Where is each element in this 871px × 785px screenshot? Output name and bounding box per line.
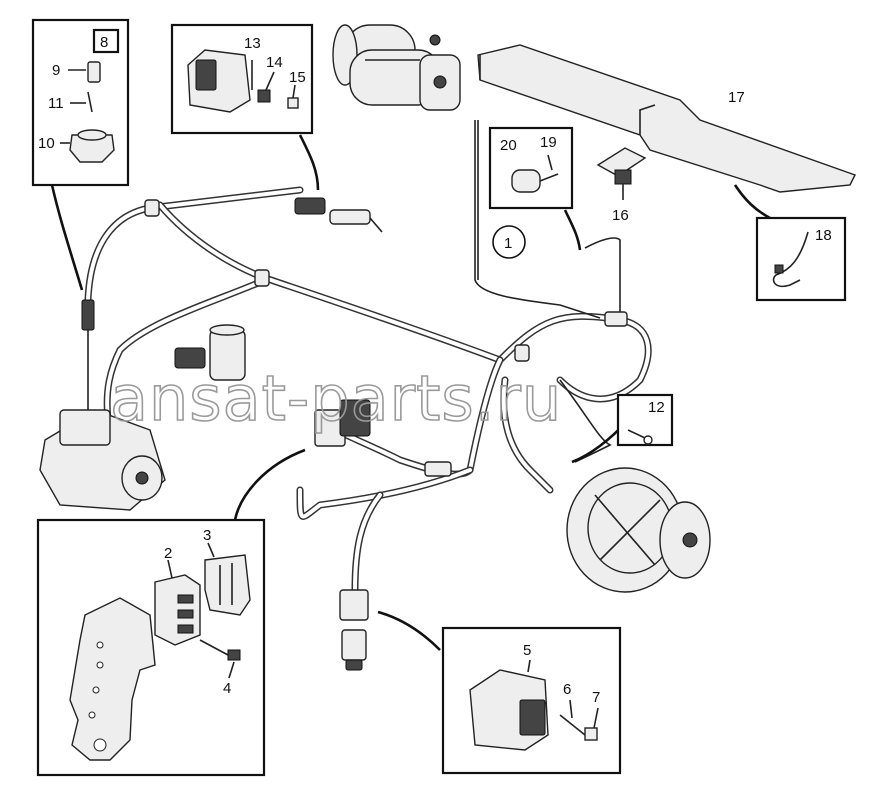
label-5: 5 [523, 642, 531, 659]
label-6: 6 [563, 681, 571, 698]
pump-unit [39, 299, 166, 511]
inset-19-20: 20 19 [488, 126, 574, 210]
bottom-connector [339, 589, 369, 671]
label-8: 8 [100, 34, 108, 51]
label-2: 2 [164, 545, 172, 562]
label-10: 10 [38, 135, 55, 152]
harness-sleeves [144, 199, 628, 477]
callout-1: 1 [492, 225, 526, 259]
label-7: 7 [592, 689, 600, 706]
label-11: 11 [48, 95, 64, 112]
sensor-connector [294, 197, 383, 233]
alternator [566, 467, 711, 593]
label-13: 13 [244, 35, 261, 52]
label-18: 18 [815, 227, 832, 244]
label-16: 16 [612, 207, 629, 224]
label-15: 15 [289, 69, 306, 86]
label-14: 14 [266, 54, 283, 71]
label-3: 3 [203, 527, 211, 544]
solenoid-middle [174, 324, 246, 381]
inset-5-7: 5 6 7 [441, 626, 622, 775]
label-17: 17 [728, 89, 745, 106]
bracket-16 [596, 147, 647, 200]
label-9: 9 [52, 62, 60, 79]
inset-8: 8 9 11 10 [31, 18, 130, 187]
watermark: ansat-parts.ru [110, 362, 562, 435]
inset-2-4: 2 3 4 [36, 518, 266, 777]
frame-bracket [477, 44, 856, 193]
label-12: 12 [648, 399, 665, 416]
label-19: 19 [540, 134, 557, 151]
inset-13-15: 13 14 15 [170, 23, 314, 135]
inset-12: 12 [616, 393, 674, 447]
arrows [50, 134, 771, 651]
central-connector [314, 399, 371, 447]
starter-motor [332, 24, 461, 111]
inset-18: 18 [755, 216, 847, 302]
label-20: 20 [500, 137, 517, 154]
label-4: 4 [223, 680, 231, 697]
label-1: 1 [504, 235, 512, 252]
